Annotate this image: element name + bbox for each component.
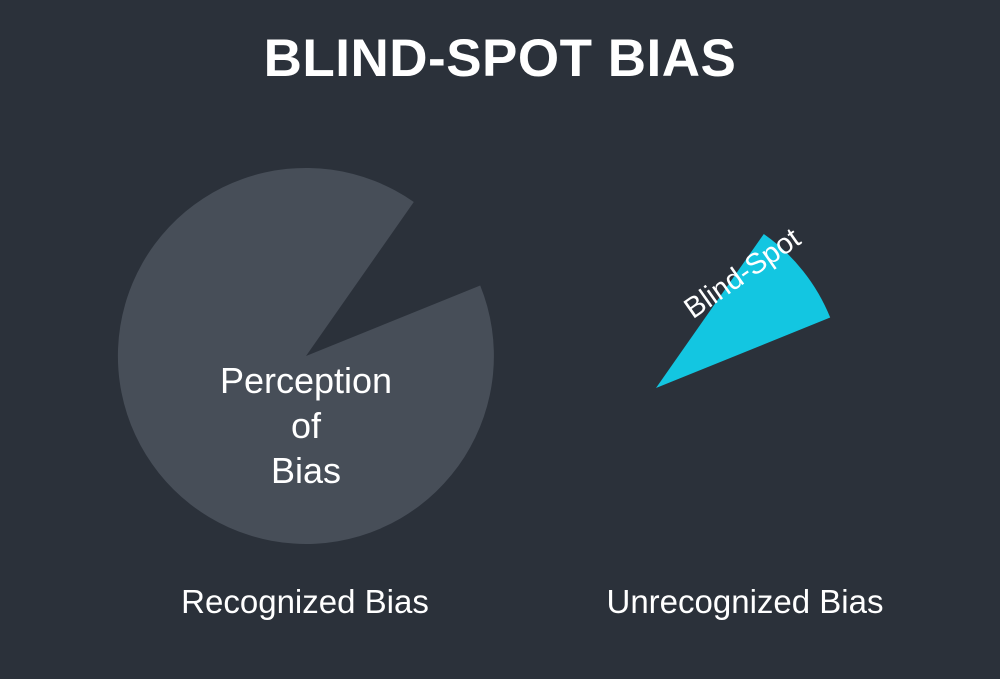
category-label-recognized-bias: Recognized Bias xyxy=(181,583,429,620)
page-title: BLIND-SPOT BIAS xyxy=(263,29,737,88)
pie-slice-recognized-bias[interactable] xyxy=(117,167,494,544)
category-label-unrecognized-bias: Unrecognized Bias xyxy=(606,583,884,620)
pie-slice-blind-spot[interactable] xyxy=(656,234,831,388)
